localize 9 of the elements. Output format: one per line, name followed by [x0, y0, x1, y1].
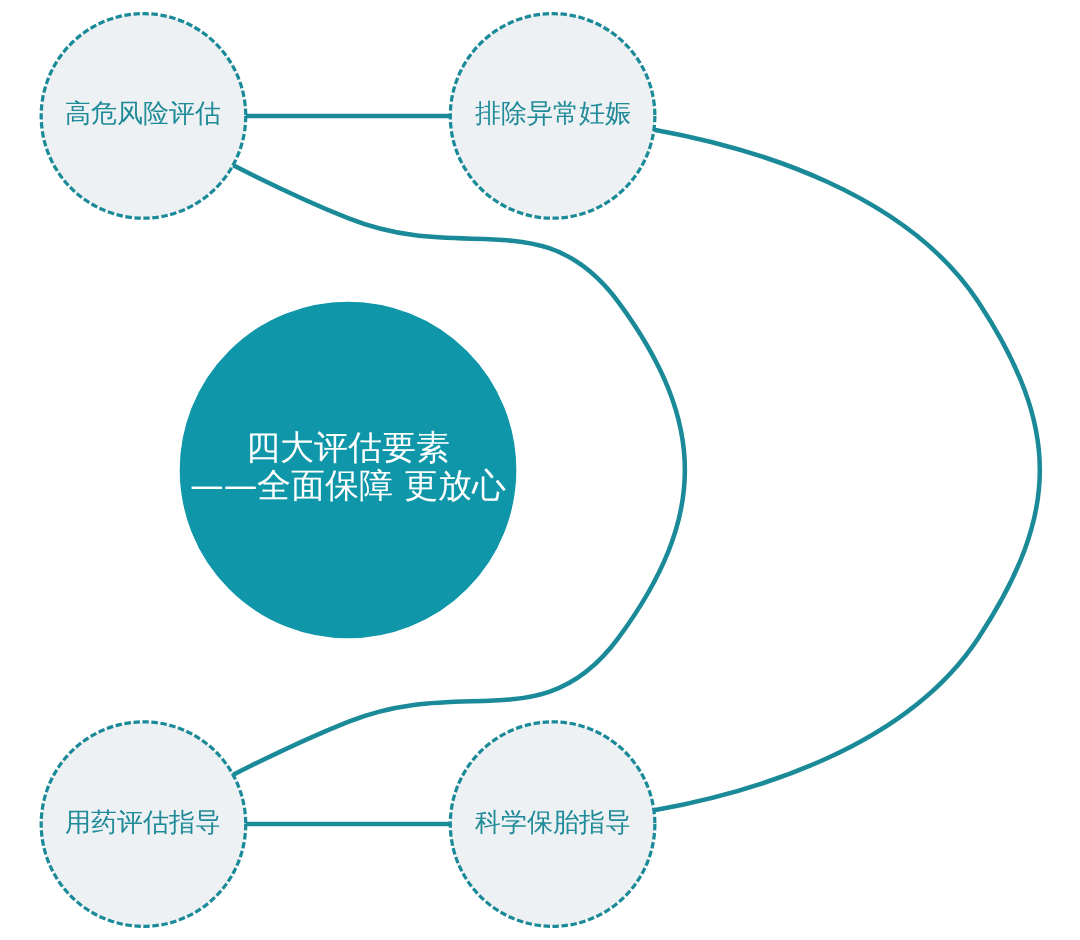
- node-circle: 四大评估要素 ——全面保障 更放心: [179, 301, 516, 639]
- node-circle: 科学保胎指导: [448, 720, 656, 928]
- connector: [231, 163, 687, 777]
- node-circle: 排除异常妊娠: [448, 12, 656, 220]
- connector: [245, 113, 450, 119]
- connector: [245, 821, 450, 827]
- node-circle: 高危风险评估: [39, 12, 247, 220]
- connector: [653, 127, 1042, 813]
- node-circle: 用药评估指导: [39, 720, 247, 928]
